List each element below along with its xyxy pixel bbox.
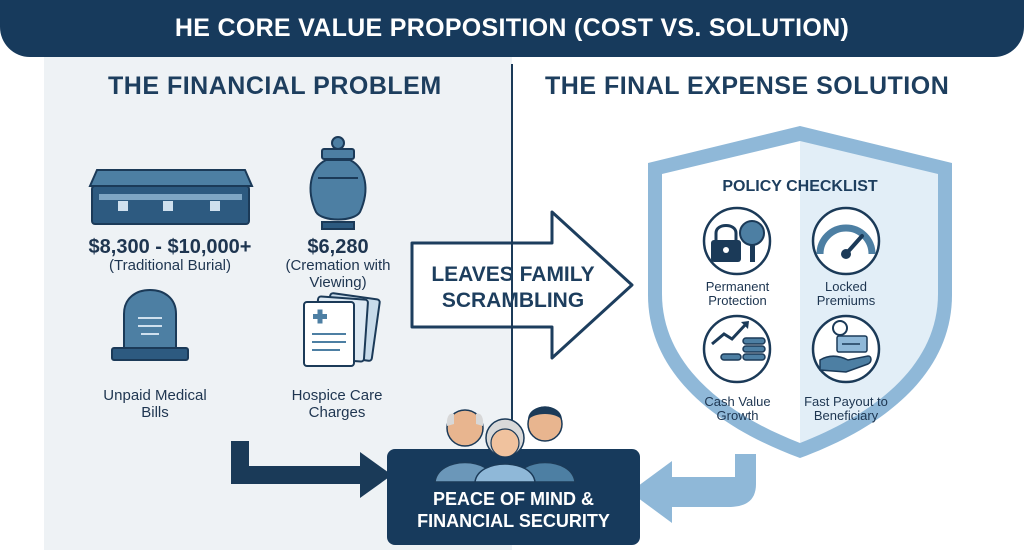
burial-cost-label: $8,300 - $10,000+ (Traditional Burial) bbox=[70, 236, 270, 275]
check-locked-premiums: Locked Premiums bbox=[816, 279, 876, 309]
hospice-text: Hospice Care Charges bbox=[291, 387, 383, 421]
problem-heading: THE FINANCIAL PROBLEM bbox=[108, 72, 442, 100]
peace-of-mind-text: PEACE OF MIND & FINANCIAL SECURITY bbox=[417, 489, 610, 531]
hospice-label: Hospice Care Charges bbox=[282, 387, 392, 422]
checklist-title: POLICY CHECKLIST bbox=[722, 178, 878, 195]
check-fast-payout: Fast Payout to Beneficiary bbox=[804, 394, 888, 424]
gauge-icon bbox=[811, 206, 881, 276]
documents-icon bbox=[303, 292, 381, 367]
cremation-cost-detail: (Cremation with Viewing) bbox=[285, 257, 391, 292]
growth-coins-icon bbox=[702, 314, 772, 384]
burial-cost-detail: (Traditional Burial) bbox=[109, 257, 231, 275]
burial-cost-amount: $8,300 - $10,000+ bbox=[88, 236, 252, 258]
check-permanent-protection: Permanent Protection bbox=[705, 279, 770, 309]
cremation-cost-label: $6,280 (Cremation with Viewing) bbox=[272, 236, 404, 292]
right-arrow-icon bbox=[410, 210, 634, 360]
urn-icon bbox=[309, 136, 367, 230]
left-arrow-icon bbox=[231, 441, 392, 498]
medical-bills-label: Unpaid Medical Bills bbox=[100, 387, 210, 422]
banner-title: HE CORE VALUE PROPOSITION (COST VS. SOLU… bbox=[174, 14, 850, 42]
payout-hand-icon bbox=[811, 314, 881, 384]
lock-tree-icon bbox=[702, 206, 772, 276]
title-banner: HE CORE VALUE PROPOSITION (COST VS. SOLU… bbox=[0, 0, 1024, 57]
casket-icon bbox=[88, 169, 254, 225]
curved-arrow-icon bbox=[630, 454, 756, 523]
cremation-cost-amount: $6,280 bbox=[307, 236, 369, 258]
check-cash-value-growth: Cash Value Growth bbox=[704, 394, 771, 424]
medical-bills-text: Unpaid Medical Bills bbox=[103, 387, 207, 421]
family-icon bbox=[434, 406, 576, 483]
solution-heading: THE FINAL EXPENSE SOLUTION bbox=[545, 72, 950, 100]
headstone-icon bbox=[111, 288, 189, 361]
arrow-label: LEAVES FAMILY SCRAMBLING bbox=[431, 263, 595, 313]
center-divider bbox=[511, 64, 513, 458]
